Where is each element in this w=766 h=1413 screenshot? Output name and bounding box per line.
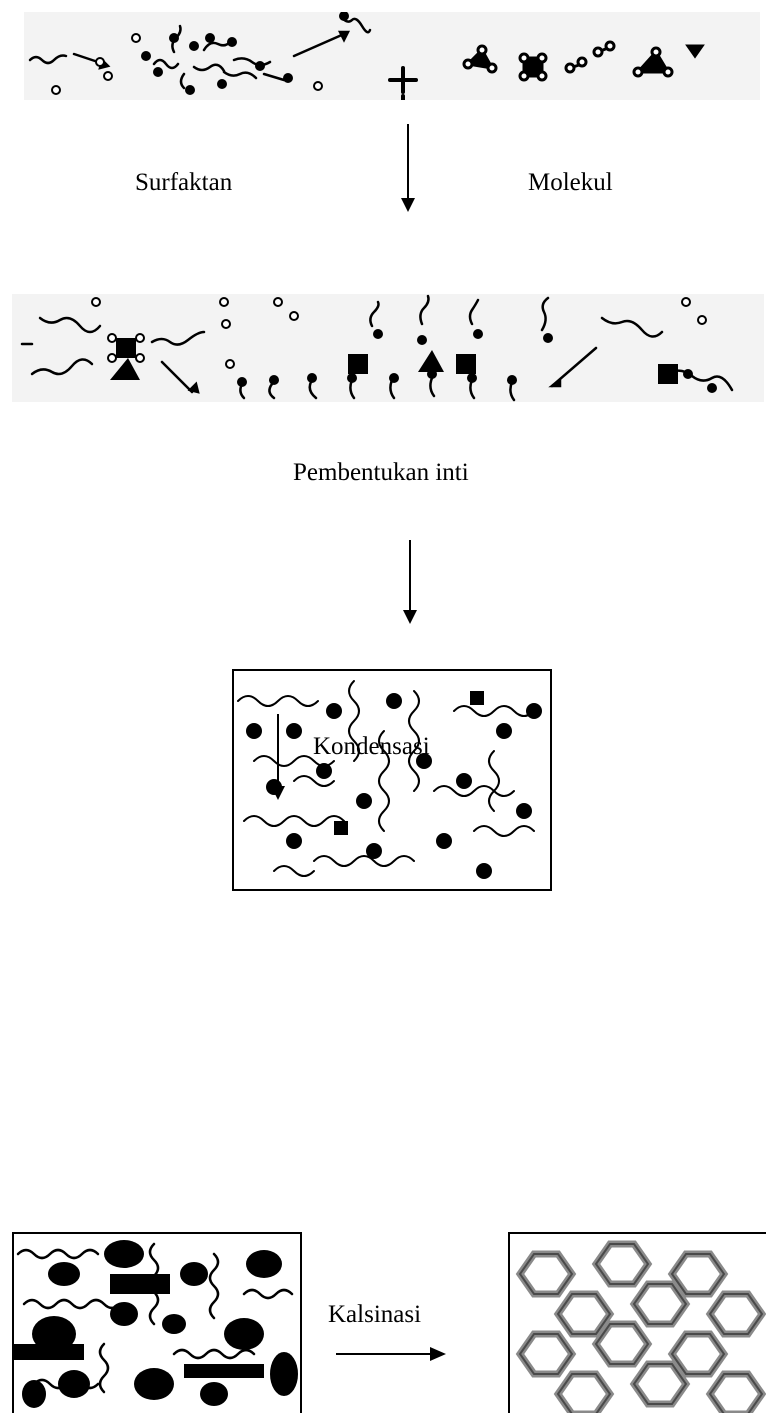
down-arrow-2	[400, 540, 420, 628]
right-arrow	[336, 1346, 448, 1362]
stage2-panel	[12, 294, 764, 402]
condensation-label: Kondensasi	[313, 734, 430, 759]
stage4-panel	[12, 1232, 302, 1413]
dense-composite-illustration	[14, 1234, 300, 1413]
surfactant-molecule-illustration	[24, 12, 760, 100]
molecule-label: Molekul	[528, 170, 613, 195]
framework-illustration	[510, 1234, 766, 1413]
down-arrow-3	[268, 714, 288, 804]
down-arrow-1	[398, 124, 418, 214]
calcination-label: Kalsinasi	[328, 1302, 421, 1327]
nucleation-label: Pembentukan inti	[293, 460, 469, 485]
stage5-panel	[508, 1232, 766, 1413]
nucleation-illustration	[12, 294, 764, 402]
stage1-panel	[24, 12, 760, 100]
surfactant-label: Surfaktan	[135, 170, 232, 195]
